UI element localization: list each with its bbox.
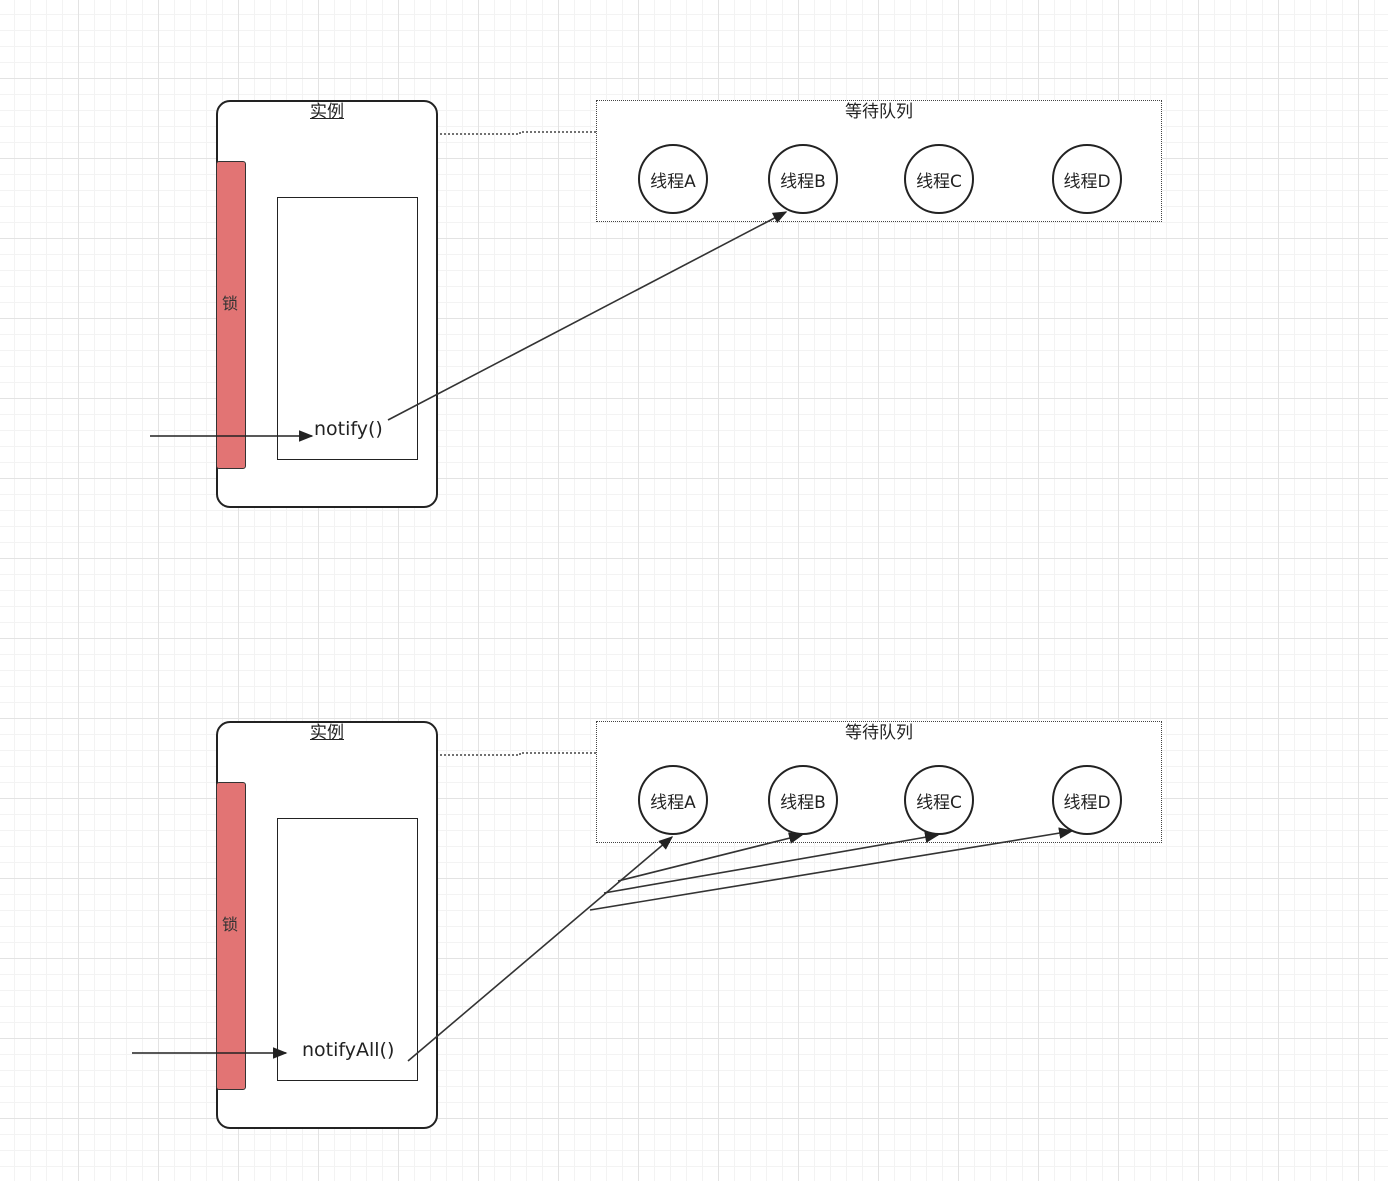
notifyall-arrow-to-thread-b [617, 832, 804, 882]
notify-arrow-to-thread-b [387, 211, 788, 421]
thread-node-b[interactable]: 线程B [768, 765, 838, 835]
lock-label: 锁 [221, 294, 238, 313]
lock-bar[interactable] [216, 782, 246, 1090]
lock-bar[interactable] [216, 161, 246, 469]
notifyall-arrow-to-thread-c [603, 831, 940, 894]
instance-title: 实例 [310, 723, 344, 743]
wait-queue-title: 等待队列 [845, 102, 913, 122]
wait-queue-title: 等待队列 [845, 723, 913, 743]
thread-node-d[interactable]: 线程D [1052, 765, 1122, 835]
method-label: notify() [314, 418, 383, 440]
thread-node-b[interactable]: 线程B [768, 144, 838, 214]
instance-queue-link [440, 131, 596, 135]
thread-node-a[interactable]: 线程A [638, 144, 708, 214]
notify-diagram: 实例 锁 notify() 等待队列 线程A 线程B 线程C 线程D [0, 0, 1388, 560]
method-label: notifyAll() [302, 1039, 395, 1061]
notifyall-diagram: 实例 锁 notifyAll() 等待队列 线程A 线程B 线程C 线程D [0, 621, 1388, 1181]
notifyall-arrow-to-thread-a [407, 836, 674, 1062]
method-box[interactable] [277, 818, 418, 1081]
instance-title: 实例 [310, 102, 344, 122]
notifyall-arrow-to-thread-d [589, 827, 1074, 911]
connector-layer [150, 131, 788, 442]
thread-node-d[interactable]: 线程D [1052, 144, 1122, 214]
thread-node-c[interactable]: 线程C [904, 144, 974, 214]
lock-label: 锁 [221, 915, 238, 934]
connector-layer [132, 752, 1074, 1062]
thread-node-a[interactable]: 线程A [638, 765, 708, 835]
instance-queue-link [440, 752, 596, 756]
